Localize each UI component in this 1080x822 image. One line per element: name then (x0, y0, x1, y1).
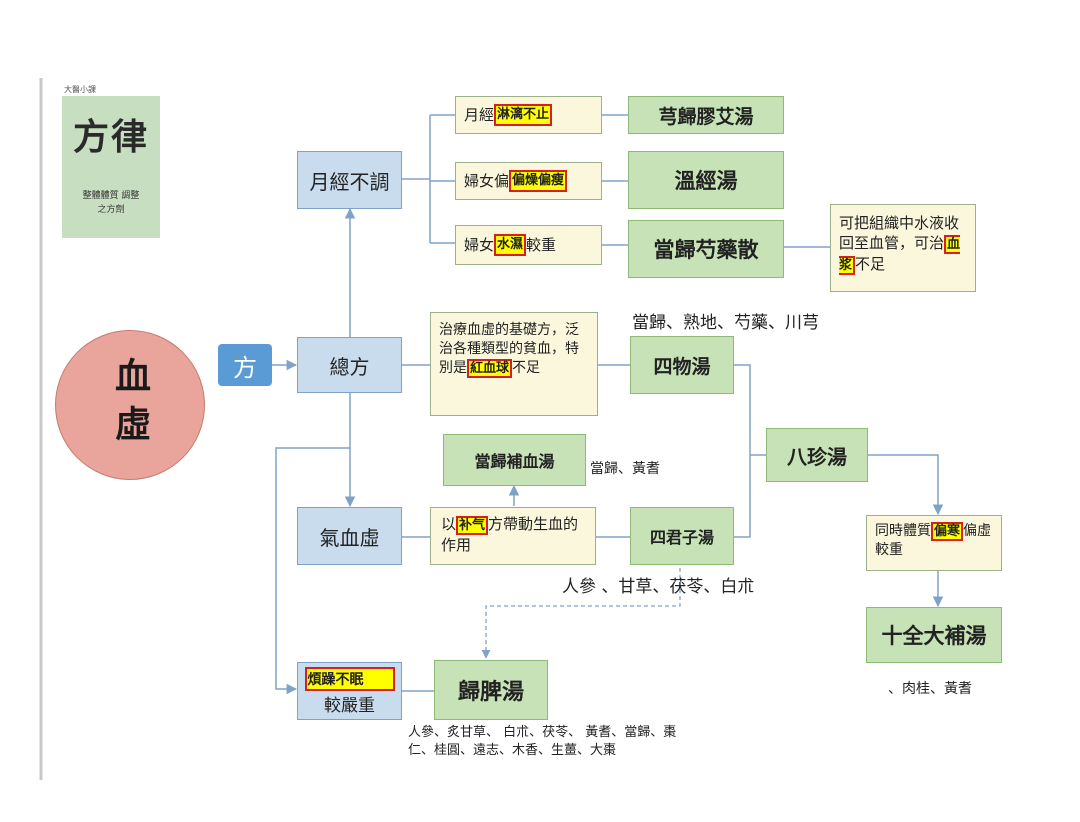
formula-shiquan: 十全大補湯 (866, 607, 1002, 663)
condition-pianzao: 婦女偏 偏燥偏瘦 (455, 162, 602, 200)
condition-qixue: 以补气方帶動生血的作用 (430, 507, 596, 565)
main-label: 血虛 (109, 357, 151, 453)
category-zongfang-label: 總方 (329, 354, 370, 379)
condition-tizhi: 同時體質偏寒偏虛較重 (866, 515, 1002, 571)
condition-3-highlight: 水濕 (494, 234, 527, 256)
condition-qixue-suffix: 方帶動生血的作用 (441, 515, 579, 554)
formula-dangguibuxue: 當歸補血湯 (443, 434, 586, 486)
logo-tag: 大醫小課 (64, 84, 96, 95)
category-yuejing-label: 月經不調 (309, 169, 390, 194)
logo-calligraphy: 方律 (72, 116, 149, 158)
category-qixuexu-label: 氣血虛 (319, 525, 380, 550)
condition-3-prefix: 婦女 (464, 235, 495, 254)
fang-label: 方 (233, 353, 257, 382)
condition-3-suffix: 較重 (526, 235, 557, 254)
ingredients-guipi: 人參、炙甘草、 白朮、茯苓、 黃耆、當歸、棗仁、桂圓、遠志、木香、生薑、大棗 (408, 725, 677, 759)
condition-yuejing-lili: 月經 淋漓不止 (455, 96, 602, 134)
condition-qixue-highlight: 补气 (456, 516, 489, 535)
category-yuejing: 月經不調 (297, 151, 402, 209)
category-severe: 煩躁不眠 較嚴重 (297, 662, 402, 720)
condition-shuishi: 婦女 水濕 較重 (455, 225, 602, 265)
formula-dangguibuxue-label: 當歸補血湯 (474, 452, 555, 471)
ingredients-shiquan: 、肉桂、黃耆 (888, 681, 972, 697)
condition-tizhi-prefix: 同時體質 (875, 523, 931, 539)
category-zongfang: 總方 (297, 337, 402, 393)
logo-tag-text: 大醫小課 (64, 85, 96, 94)
formula-xiongguijiaoai-label: 芎歸膠艾湯 (658, 105, 754, 128)
formula-bazhen-label: 八珍湯 (787, 444, 847, 469)
formula-xiongguijiaoai: 芎歸膠艾湯 (628, 96, 784, 134)
condition-2-highlight: 偏燥偏瘦 (509, 170, 568, 192)
condition-qixue-prefix: 以 (441, 515, 457, 533)
formula-guipi: 歸脾湯 (434, 660, 548, 720)
category-severe-highlight: 煩躁不眠 (304, 666, 395, 691)
condition-zongfang-highlight: 紅血球 (467, 358, 513, 378)
formula-shiquan-label: 十全大補湯 (881, 623, 987, 648)
logo-caption: 整體體質 調整之方劑 (82, 191, 140, 215)
note-suffix: 不足 (855, 254, 886, 273)
condition-2-prefix: 婦女偏 (464, 171, 510, 190)
condition-1-highlight: 淋漓不止 (494, 104, 553, 126)
formula-sijunzi: 四君子湯 (630, 507, 734, 565)
category-qixuexu: 氣血虛 (297, 507, 402, 565)
formula-wenjing: 溫經湯 (628, 151, 784, 209)
ingredients-sijunzi: 人參 、甘草、茯苓、白朮 (562, 577, 755, 597)
condition-1-prefix: 月經 (464, 105, 495, 124)
fang-box: 方 (218, 344, 272, 386)
formula-wenjing-label: 溫經湯 (674, 168, 738, 193)
main-circle: 血虛 (55, 330, 205, 480)
logo-card: 方律 整體體質 調整之方劑 (62, 96, 160, 238)
condition-zongfang-suffix: 不足 (512, 359, 541, 376)
formula-dangguishaoyao: 當歸芍藥散 (628, 220, 784, 278)
category-severe-text: 較嚴重 (324, 695, 375, 716)
condition-tizhi-suffix: 偏虛較重 (875, 523, 992, 558)
condition-zongfang-text: 治療血虛的基礎方，泛治各種類型的貧血，特別是 (439, 322, 579, 376)
formula-guipi-label: 歸脾湯 (457, 679, 524, 705)
condition-tizhi-highlight: 偏寒 (931, 522, 964, 541)
formula-siwu: 四物湯 (630, 336, 734, 394)
ingredients-siwu: 當歸、熟地、芍藥、川芎 (632, 313, 819, 333)
formula-bazhen: 八珍湯 (766, 428, 868, 482)
note-box: 可把組織中水液收回至血管，可治血浆不足 (830, 204, 976, 292)
ingredients-dangguibuxue: 當歸、黃耆 (590, 461, 660, 477)
note-text: 可把組織中水液收回至血管，可治 (839, 214, 960, 253)
formula-siwu-label: 四物湯 (653, 355, 711, 378)
formula-sijunzi-label: 四君子湯 (649, 528, 714, 547)
formula-dangguishaoyao-label: 當歸芍藥散 (653, 237, 759, 262)
condition-zongfang: 治療血虛的基礎方，泛治各種類型的貧血，特別是紅血球不足 (430, 312, 598, 416)
